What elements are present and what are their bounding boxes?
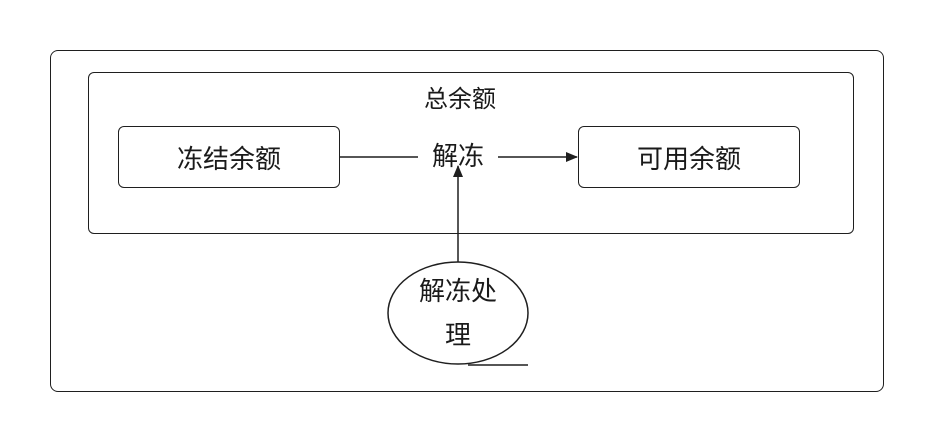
process-label-line-1: 解冻处 — [418, 277, 497, 307]
outer-frame — [50, 50, 884, 392]
frozen-balance-node: 冻结余额 — [118, 126, 340, 188]
total-balance-group — [88, 72, 854, 234]
process-node-label: 解冻处 理 — [388, 270, 528, 358]
available-balance-node: 可用余额 — [578, 126, 800, 188]
group-title: 总余额 — [424, 85, 496, 113]
frozen-balance-label: 冻结余额 — [176, 144, 281, 175]
process-label-line-2: 理 — [444, 321, 471, 351]
available-balance-label: 可用余额 — [636, 144, 741, 175]
